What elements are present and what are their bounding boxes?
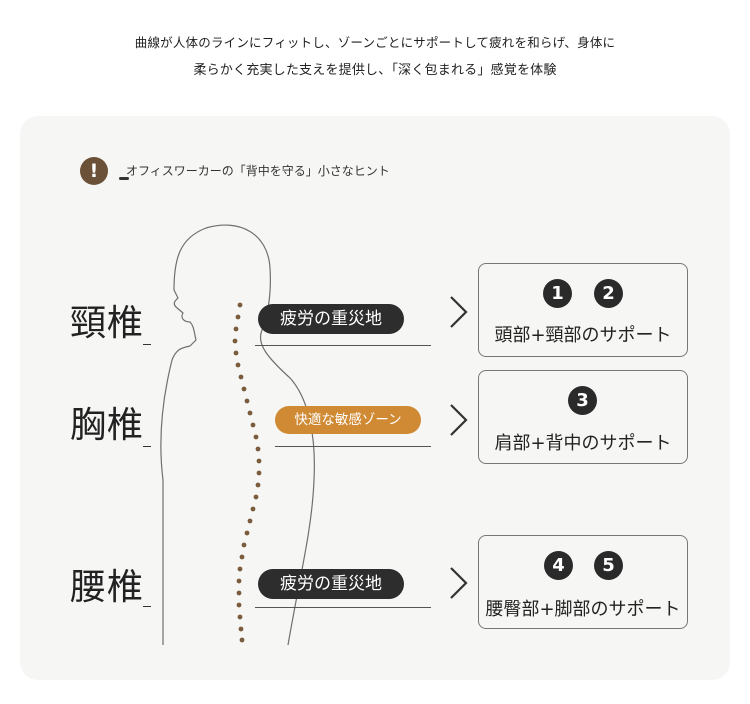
- number-badge-3: 3: [568, 386, 597, 415]
- waist-legs-support-card: 4 5 腰臀部+脚部のサポート: [478, 535, 688, 629]
- number-badge-1: 1: [543, 279, 572, 308]
- body-outline-front: [160, 224, 271, 645]
- cervical-label-underline: [143, 344, 151, 345]
- lumbar-spine-label: 腰椎: [70, 567, 145, 608]
- cervical-spine-label: 頸椎: [70, 303, 145, 344]
- cervical-tag-line: [255, 345, 431, 346]
- lumbar-label-underline: [143, 606, 151, 607]
- thoracic-tag-line: [275, 446, 431, 447]
- hint-mark: [119, 177, 129, 180]
- number-badge-2: 2: [594, 279, 623, 308]
- lumbar-tag-line: [255, 607, 431, 608]
- spine-dots: [232, 302, 262, 643]
- waist-legs-support-caption: 腰臀部+脚部のサポート: [485, 599, 681, 620]
- chevron-right-icon: [450, 567, 468, 599]
- chevron-right-icon: [450, 404, 468, 436]
- lumbar-fatigue-tag: 疲労の重災地: [258, 569, 404, 599]
- intro-line-2: 柔らかく充実した支えを提供し、「深く包まれる」感覚を体験: [193, 63, 557, 78]
- chevron-right-icon: [450, 296, 468, 328]
- thoracic-label-underline: [143, 446, 151, 447]
- shoulder-back-support-caption: 肩部+背中のサポート: [494, 433, 672, 454]
- thoracic-comfort-tag: 快適な敏感ゾーン: [275, 406, 421, 434]
- head-neck-support-caption: 頭部+頸部のサポート: [494, 325, 672, 346]
- number-badge-5: 5: [594, 551, 623, 580]
- thoracic-spine-label: 胸椎: [70, 405, 145, 446]
- cervical-fatigue-tag: 疲労の重災地: [258, 304, 404, 334]
- number-badge-4: 4: [544, 551, 573, 580]
- head-neck-support-card: 1 2 頭部+頸部のサポート: [478, 263, 688, 357]
- hint-text: オフィスワーカーの「背中を守る」小さなヒント: [126, 164, 390, 178]
- exclamation-icon: !: [80, 157, 108, 185]
- intro-line-1: 曲線が人体のラインにフィットし、ゾーンごとにサポートして疲れを和らげ、身体に: [134, 35, 616, 50]
- shoulder-back-support-card: 3 肩部+背中のサポート: [478, 370, 688, 464]
